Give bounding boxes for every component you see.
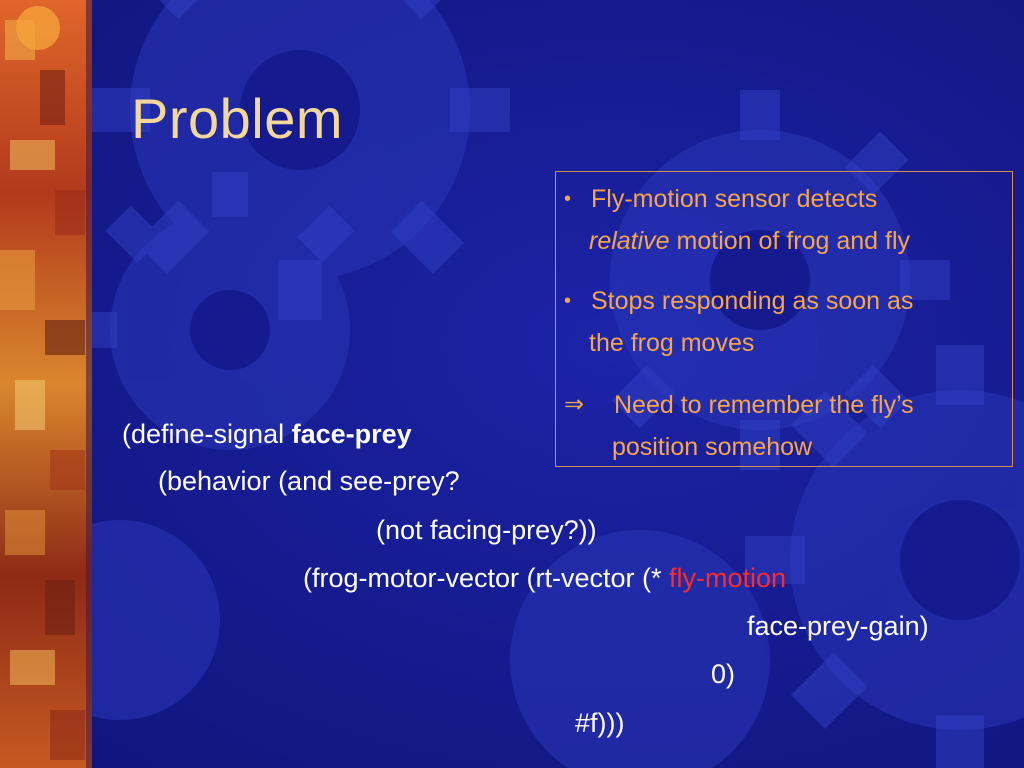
signal-name: face-prey — [291, 419, 412, 449]
bullet-marker: • — [564, 290, 572, 312]
code-line-1: (define-signal face-prey — [122, 418, 412, 450]
decorative-side-strip — [0, 0, 92, 768]
callout-conclusion-line1: Need to remember the fly’s — [614, 391, 914, 419]
callout-conclusion-line2: position somehow — [612, 433, 813, 461]
code-define-signal: (define-signal — [122, 419, 292, 449]
callout-bullet1-line1: Fly-motion sensor detects — [591, 185, 878, 213]
code-line-3: (not facing-prey?)) — [376, 515, 597, 545]
callout-bullet1-line2: relative motion of frog and fly — [589, 220, 910, 262]
code-line-7: #f))) — [575, 708, 625, 738]
code-line-5: face-prey-gain) — [747, 611, 929, 641]
code-line-6: 0) — [711, 659, 736, 689]
code-line-2: (behavior (and see-prey? — [158, 466, 460, 496]
code-motor-vector: (frog-motor-vector (rt-vector (* — [303, 563, 670, 593]
emphasis-text: relative — [589, 227, 670, 255]
implies-arrow-icon: ⇒ — [564, 391, 585, 418]
callout-bullet2-line1: Stops responding as soon as — [591, 287, 914, 315]
callout-bullet2-line2: the frog moves — [589, 329, 755, 357]
bullet-marker: • — [564, 188, 572, 210]
code-line-4: (frog-motor-vector (rt-vector (* fly-mot… — [303, 562, 786, 594]
callout-bullet1-line2-rest: motion of frog and fly — [669, 227, 910, 255]
slide-title: Problem — [131, 87, 344, 150]
callout-box: • Fly-motion sensor detects relative mot… — [555, 171, 1013, 467]
highlighted-signal: fly-motion — [669, 563, 787, 593]
